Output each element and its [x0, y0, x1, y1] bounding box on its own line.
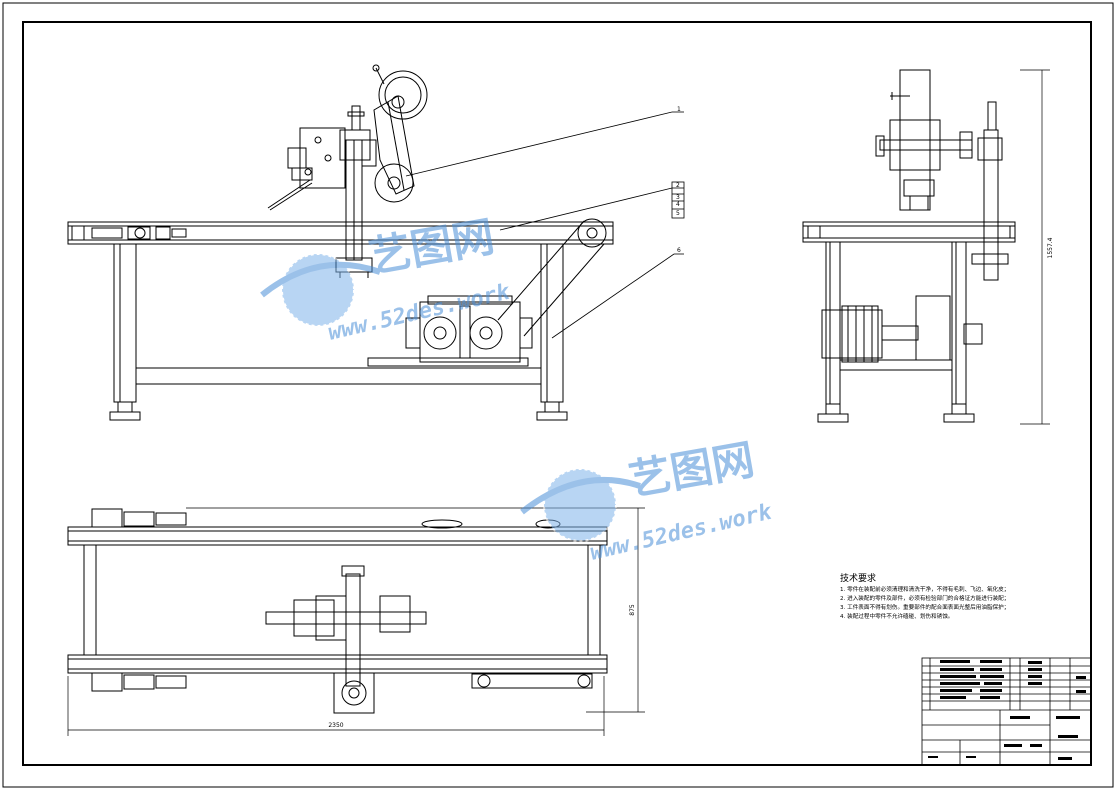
watermark: 艺图网 www.52des.work [260, 212, 513, 346]
callout-5: 5 [676, 210, 680, 217]
dimension-label-depth: 875 [629, 604, 636, 616]
watermark-globe-icon [520, 468, 641, 542]
side-view [802, 69, 1016, 423]
callout-2: 2 [676, 182, 680, 189]
tech-requirement-item: 2. 进入装配的零件及部件，必须有检验部门的合格证方能进行装配； [840, 594, 1009, 602]
dimension-side-height [1020, 69, 1050, 425]
front-view [67, 64, 614, 421]
title-block [921, 657, 1092, 766]
callout-6: 6 [677, 247, 681, 254]
title-block-fills [928, 660, 1086, 760]
callout-3: 3 [676, 194, 680, 201]
dimension-plan [67, 507, 645, 736]
watermark-url: www.52des.work [588, 500, 775, 566]
watermark-brand: 艺图网 [625, 435, 758, 505]
tech-requirements-title: 技术要求 [840, 572, 876, 584]
top-view [67, 508, 608, 714]
watermark: 艺图网 www.52des.work [520, 435, 775, 566]
dimension-label-height: 1557.4 [1047, 237, 1054, 258]
dimension-label-length: 2350 [328, 722, 343, 729]
tech-requirement-item: 1. 零件在装配前必须清理和清洗干净，不得有毛刺、飞边、氧化皮； [840, 585, 1009, 593]
watermark-globe-icon [260, 253, 382, 327]
callout-numbers: 1 2 3 4 5 6 [676, 106, 681, 254]
tech-requirement-item: 4. 装配过程中零件不允许磕碰、划伤和锈蚀。 [840, 612, 953, 620]
callout-1: 1 [677, 106, 681, 113]
technical-requirements: 技术要求 1. 零件在装配前必须清理和清洗干净，不得有毛刺、飞边、氧化皮； 2.… [840, 572, 1009, 620]
callout-4: 4 [676, 201, 680, 208]
tech-requirement-item: 3. 工件表面不得有划伤。重要部件的配合面表面光整后用油脂保护； [840, 603, 1009, 611]
callout-leaders [405, 111, 685, 339]
